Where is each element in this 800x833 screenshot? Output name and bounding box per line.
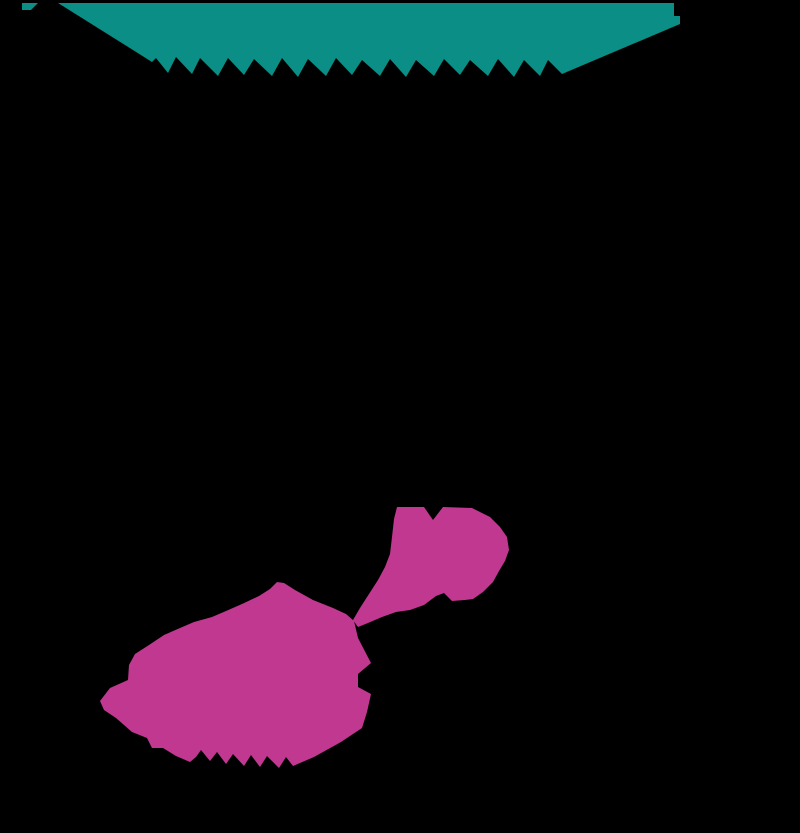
banner-corner-fragment [22,3,38,10]
island-large-lobe-with-text-silhouette [100,582,371,768]
island-small-lobe [353,507,509,627]
teal-banner-with-text-silhouette [58,3,680,77]
